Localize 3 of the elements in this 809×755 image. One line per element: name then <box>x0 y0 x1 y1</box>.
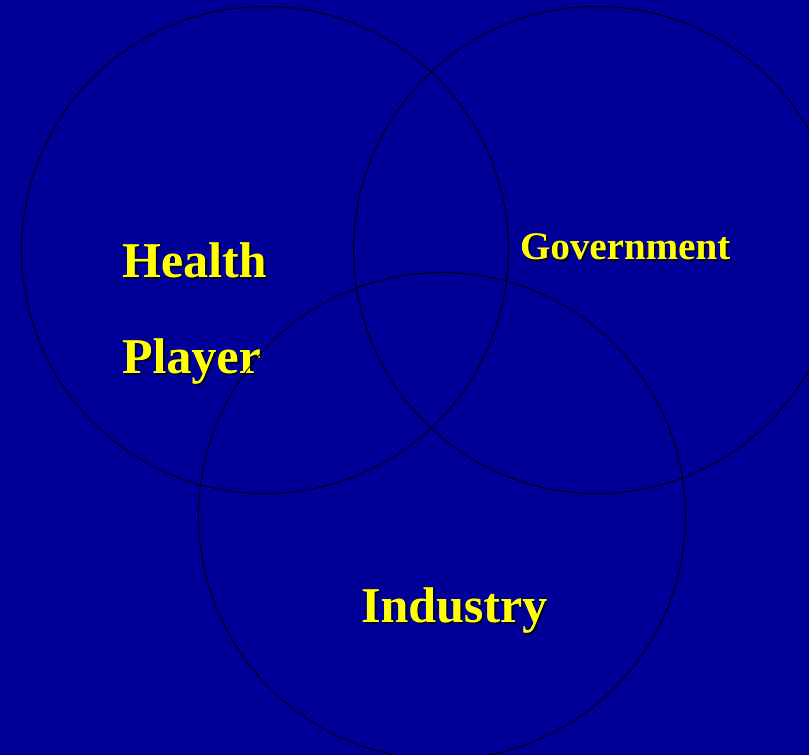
circle-label: Health Player <box>122 231 268 386</box>
circle-label: Industry <box>361 576 548 635</box>
circle-label: Government <box>520 224 732 270</box>
